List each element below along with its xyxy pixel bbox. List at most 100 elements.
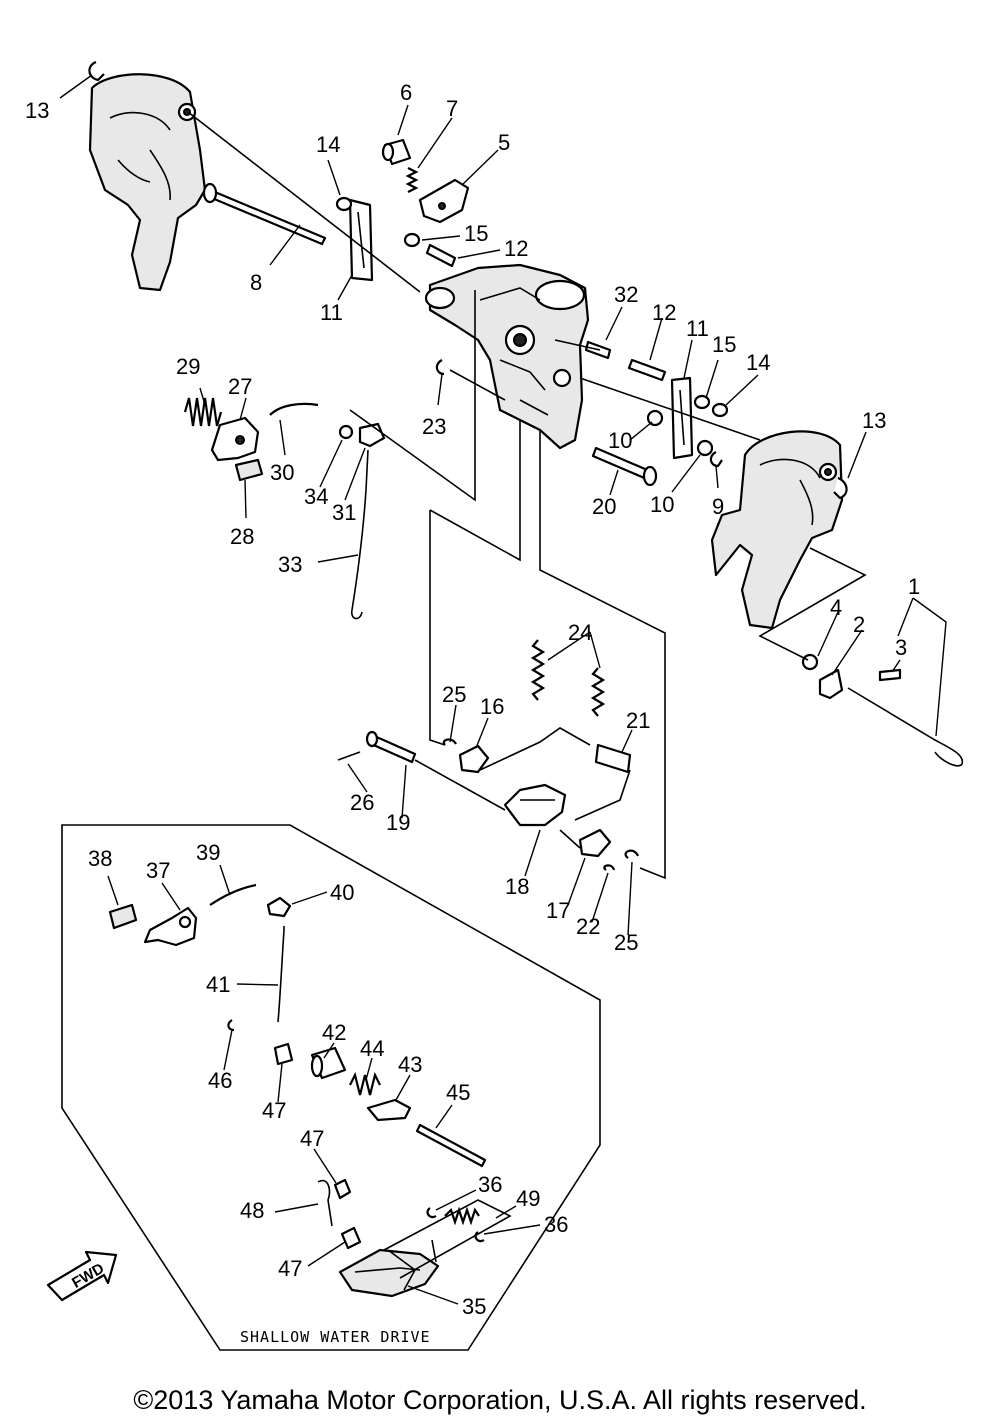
clip-9 (709, 451, 723, 468)
callout-41: 41 (206, 972, 230, 997)
washer-22 (603, 864, 616, 871)
bushing-21 (594, 743, 632, 774)
callout-31: 31 (332, 500, 356, 525)
clip-13-right (833, 476, 848, 500)
callout-43: 43 (398, 1052, 422, 1077)
callout-40: 40 (330, 880, 354, 905)
callout-32: 32 (614, 282, 638, 307)
callout-10-lower: 10 (650, 492, 674, 517)
lever-16 (458, 744, 490, 774)
callout-12: 12 (504, 236, 528, 261)
washer-25-left (442, 738, 457, 746)
callout-5: 5 (498, 130, 510, 155)
callout-25: 25 (442, 682, 466, 707)
pin-12-right (627, 358, 667, 382)
callout-33: 33 (278, 552, 302, 577)
callout-15-right: 15 (712, 332, 736, 357)
callout-13-right: 13 (862, 408, 886, 433)
pin-20 (591, 446, 658, 487)
parts-diagram: FWD SHALLOW WATER DRIVE 13 6 7 5 14 8 11… (25, 60, 964, 1351)
callout-19: 19 (386, 810, 410, 835)
fwd-arrow-icon: FWD (46, 1250, 118, 1302)
callout-36-right: 36 (544, 1212, 568, 1237)
callout-23: 23 (422, 414, 446, 439)
callout-47-middle: 47 (300, 1126, 324, 1151)
callout-21: 21 (626, 708, 650, 733)
washer-10-lower (696, 439, 714, 457)
callout-22: 22 (576, 914, 600, 939)
callout-47-bottom: 47 (278, 1256, 302, 1281)
washer-10-upper (646, 409, 664, 427)
callout-47: 47 (262, 1098, 286, 1123)
lever-5 (418, 178, 470, 224)
callout-16: 16 (480, 694, 504, 719)
callout-42: 42 (322, 1020, 346, 1045)
callout-2: 2 (853, 612, 865, 637)
callout-7: 7 (446, 96, 458, 121)
callout-25-right: 25 (614, 930, 638, 955)
lever-27 (210, 416, 260, 462)
pin-8 (202, 182, 327, 246)
callout-17: 17 (546, 898, 570, 923)
callout-9: 9 (712, 494, 724, 519)
callout-1: 1 (908, 574, 920, 599)
pin-12-left (425, 243, 457, 268)
callout-26: 26 (350, 790, 374, 815)
callout-44: 44 (360, 1036, 384, 1061)
callout-46: 46 (208, 1068, 232, 1093)
callout-3: 3 (895, 635, 907, 660)
spring-30 (269, 402, 319, 416)
washer-4 (801, 653, 819, 671)
callout-8: 8 (250, 270, 262, 295)
washer-25-right (624, 849, 640, 859)
shaft-19 (365, 730, 417, 764)
spring-24-right (590, 667, 606, 717)
callout-24: 24 (568, 620, 592, 645)
callout-13: 13 (25, 98, 49, 123)
bracket-18 (503, 783, 567, 827)
callout-29: 29 (176, 354, 200, 379)
copyright-notice: ©2013 Yamaha Motor Corporation, U.S.A. A… (133, 1385, 867, 1415)
callout-30: 30 (270, 460, 294, 485)
callout-10: 10 (608, 428, 632, 453)
callout-49: 49 (516, 1186, 540, 1211)
callout-39: 39 (196, 840, 220, 865)
callout-leaders (59, 74, 947, 936)
pin-26 (337, 751, 361, 761)
washer-15-right (693, 394, 711, 410)
left-clamp-bracket (88, 73, 207, 292)
spring-24-left (530, 639, 546, 701)
lever-17 (578, 828, 612, 858)
callout-28: 28 (230, 524, 254, 549)
clip-13-left (88, 60, 105, 82)
callout-14-right: 14 (746, 350, 770, 375)
callout-35: 35 (462, 1294, 486, 1319)
pin-3 (878, 668, 902, 682)
block-28 (234, 458, 264, 482)
plate-2 (818, 668, 844, 700)
callout-11: 11 (320, 300, 343, 325)
callout-48: 48 (240, 1198, 264, 1223)
callout-45: 45 (446, 1080, 470, 1105)
callout-numbers: 13 6 7 5 14 8 11 15 12 32 12 11 15 14 13… (25, 80, 920, 1319)
lever-31 (358, 422, 386, 448)
callout-11-right: 11 (686, 316, 709, 341)
washer-15-left (403, 232, 421, 248)
clip-23 (435, 359, 445, 376)
shallow-water-drive-inset (61, 824, 601, 1351)
callout-36: 36 (478, 1172, 502, 1197)
callout-20: 20 (592, 494, 616, 519)
spring-7 (405, 167, 419, 193)
callout-27: 27 (228, 374, 252, 399)
callout-12-right: 12 (652, 300, 676, 325)
washer-34 (338, 424, 354, 440)
handle-1 (847, 687, 964, 767)
center-lines (187, 111, 867, 880)
callout-18: 18 (505, 874, 529, 899)
washer-14-right (711, 402, 729, 418)
callout-4: 4 (830, 595, 842, 620)
callout-15: 15 (464, 221, 488, 246)
callout-6: 6 (400, 80, 412, 105)
callout-38: 38 (88, 846, 112, 871)
right-clamp-bracket (710, 430, 844, 630)
